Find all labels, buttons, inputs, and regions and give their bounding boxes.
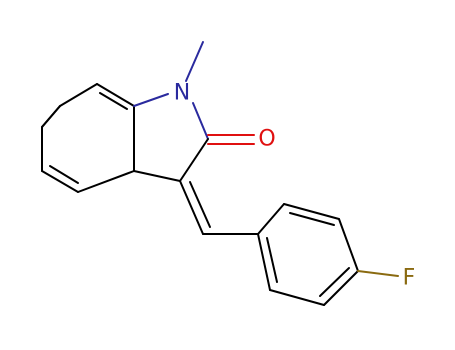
bond	[192, 102, 209, 140]
exocyclic-double-bond	[179, 180, 211, 235]
bond	[257, 233, 271, 291]
bond	[323, 270, 359, 306]
lactam-ring	[133, 93, 209, 182]
oxygen-label: O	[258, 127, 275, 152]
bond	[49, 165, 79, 184]
fluorine-label: F	[403, 266, 416, 291]
bond	[283, 203, 340, 220]
bond	[77, 170, 135, 193]
bond	[133, 170, 181, 182]
bond	[179, 138, 209, 182]
c-f-bond	[357, 270, 399, 277]
carbonyl-bond	[207, 134, 255, 145]
bond	[257, 203, 285, 235]
n-methyl-bond	[185, 41, 204, 82]
bond	[269, 289, 325, 306]
bond	[319, 267, 350, 297]
fused-benzene-ring	[41, 83, 135, 193]
bond	[99, 92, 128, 110]
nitrogen-label: N	[174, 81, 190, 106]
bond	[59, 83, 98, 107]
bond	[338, 218, 359, 272]
bond	[179, 180, 204, 235]
bond	[96, 83, 135, 107]
bond	[266, 237, 278, 283]
bond	[189, 181, 211, 228]
bond	[289, 212, 335, 226]
bond	[133, 93, 169, 107]
bond	[41, 170, 79, 193]
bond	[41, 105, 61, 128]
fluorophenyl-ring	[257, 203, 359, 306]
